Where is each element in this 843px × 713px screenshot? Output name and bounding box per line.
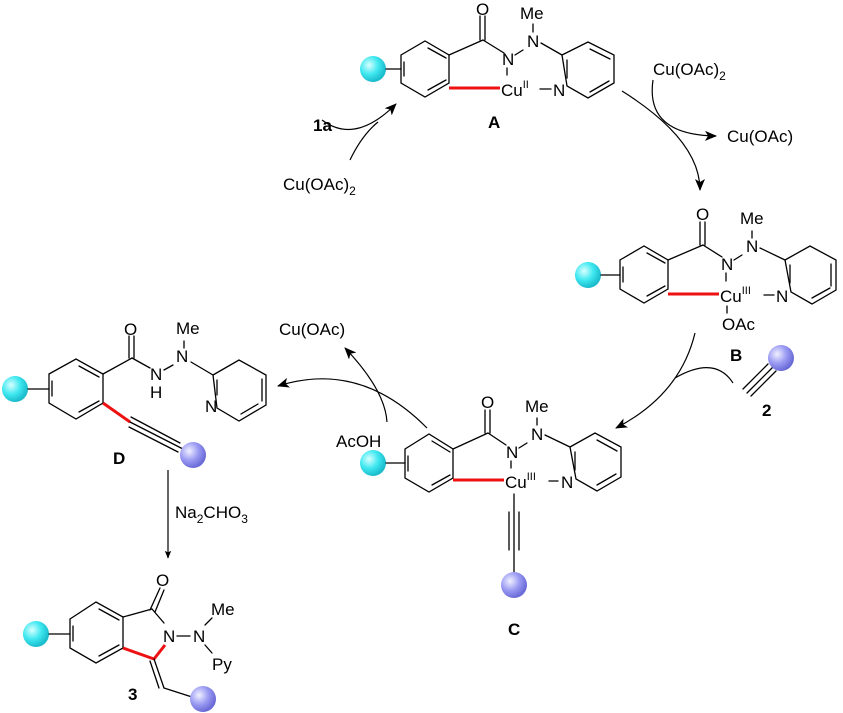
reagent-acoh: AcOH xyxy=(336,432,381,451)
alkyne-substituent-icon xyxy=(768,345,794,371)
benzene-ring xyxy=(69,601,124,664)
atom-me: Me xyxy=(520,4,544,23)
r-substituent-icon xyxy=(360,56,386,82)
atom-n-pyridine: N xyxy=(776,287,788,306)
atom-py: Py xyxy=(212,655,232,674)
benzene-ring xyxy=(400,40,450,98)
benzene-ring xyxy=(404,433,454,493)
atom-n: N xyxy=(746,237,758,256)
atom-n: N xyxy=(527,32,539,51)
atom-h: H xyxy=(150,383,162,402)
ligand-oac: OAc xyxy=(722,315,756,334)
atom-n: N xyxy=(150,365,162,384)
pyridine-ring xyxy=(212,359,267,422)
atom-o: O xyxy=(696,205,709,224)
reagent-alkyne-2: 2 xyxy=(762,401,771,420)
reagent-cuoac-out-2: Cu(OAc) xyxy=(279,320,345,339)
atom-n-pyridine: N xyxy=(561,473,573,492)
metal-center: CuIII xyxy=(505,471,536,492)
product-3: O N N Me Py 3 xyxy=(23,571,235,712)
reagent-cuoac-out-1: Cu(OAc) xyxy=(727,127,793,146)
r-substituent-icon xyxy=(360,450,386,476)
atom-n: N xyxy=(502,50,514,69)
arrow-alkyne-in xyxy=(674,367,734,384)
intermediate-c: O N N Me CuIII N C xyxy=(360,393,622,639)
arrow-cuoac2-in xyxy=(349,121,379,161)
atom-me: Me xyxy=(211,600,235,619)
atom-o: O xyxy=(156,571,169,590)
atom-n-pyridine: N xyxy=(553,81,565,100)
new-c-c-bond xyxy=(102,401,131,424)
alkyne-substituent-icon xyxy=(190,686,216,712)
atom-n: N xyxy=(176,347,188,366)
reagent-base: Na2CHO3 xyxy=(175,503,248,526)
label-a: A xyxy=(488,113,500,132)
intermediate-d: O N H N Me N D xyxy=(2,319,267,468)
atom-n: N xyxy=(163,627,175,646)
r-substituent-icon xyxy=(575,262,601,288)
arrow-b-to-c xyxy=(615,332,696,429)
benzene-ring xyxy=(619,245,669,304)
atom-n: N xyxy=(506,443,518,462)
alkyne-2: 2 xyxy=(742,345,794,420)
arrow-c-to-d xyxy=(277,377,428,429)
r-substituent-icon xyxy=(23,621,49,647)
atom-n: N xyxy=(531,425,543,444)
r-substituent-icon xyxy=(2,376,28,402)
arrow-cuoac-release-1 xyxy=(651,79,717,141)
arrow-a-to-b xyxy=(621,90,705,191)
label-c: C xyxy=(508,620,520,639)
reagent-cuoac2-start: Cu(OAc)2 xyxy=(283,175,356,198)
metal-center: CuIII xyxy=(720,285,751,306)
intermediate-a: O N N Me CuII N A xyxy=(360,0,615,132)
intermediate-b: O N N Me CuIII N OAc B xyxy=(575,205,837,365)
alkyne-substituent-icon xyxy=(180,442,206,468)
atom-me: Me xyxy=(525,397,549,416)
atom-o: O xyxy=(481,393,494,412)
benzene-ring xyxy=(48,358,104,420)
reagent-1a: 1a xyxy=(313,116,332,135)
label-d: D xyxy=(113,449,125,468)
arrow-1a-to-a xyxy=(321,103,397,131)
arrow-cuoac-release-2 xyxy=(344,347,388,423)
alkyne-substituent-icon xyxy=(501,572,527,598)
new-c-c-bond xyxy=(122,646,155,661)
atom-me: Me xyxy=(176,319,200,338)
atom-n: N xyxy=(193,627,205,646)
atom-me: Me xyxy=(740,209,764,228)
pyridine-ring xyxy=(784,245,837,305)
atom-n: N xyxy=(721,255,733,274)
label-b: B xyxy=(730,346,742,365)
atom-n-pyridine: N xyxy=(205,397,217,416)
pyridine-ring xyxy=(561,41,615,99)
pyridine-ring xyxy=(569,432,622,492)
atom-o: O xyxy=(124,320,137,339)
reagent-cuoac2-oxidant: Cu(OAc)2 xyxy=(653,60,726,83)
metal-center: CuII xyxy=(501,79,529,100)
atom-o: O xyxy=(476,0,489,19)
label-3: 3 xyxy=(128,685,137,704)
